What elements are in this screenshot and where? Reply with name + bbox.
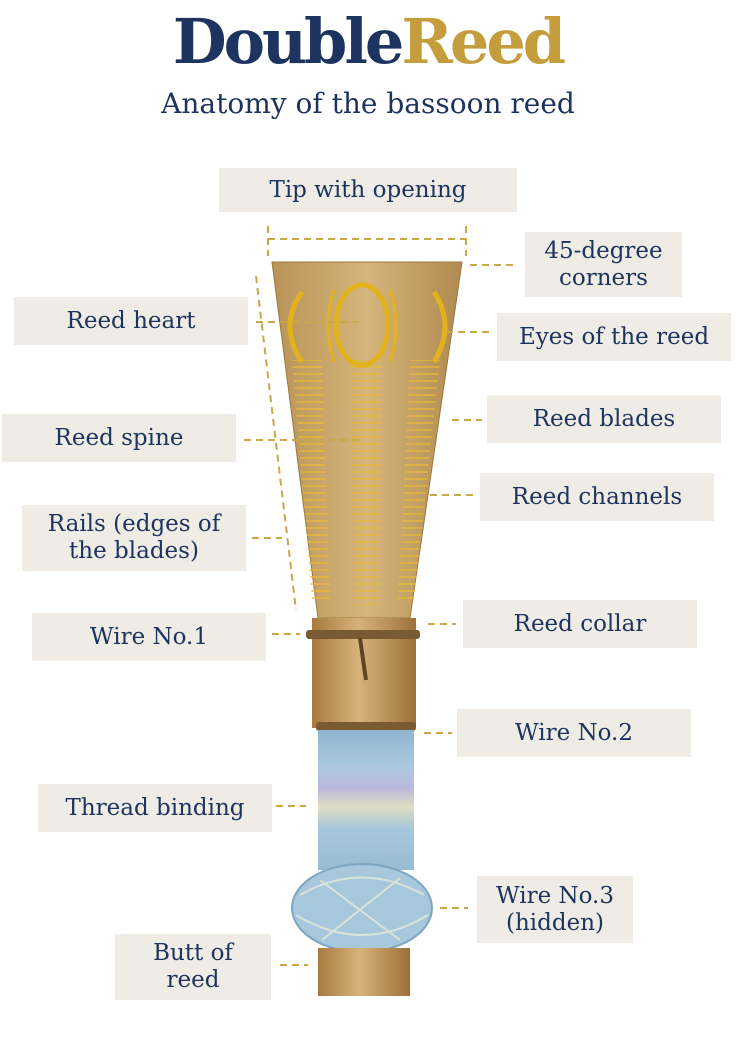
- thread-binding: [318, 730, 414, 870]
- label-tip-with-opening: Tip with opening: [219, 168, 517, 212]
- label-thread-binding: Thread binding: [38, 784, 272, 832]
- label-45-degree-corners: 45-degree corners: [525, 232, 682, 297]
- label-reed-spine: Reed spine: [2, 414, 236, 462]
- reed-channels: [292, 360, 440, 605]
- reed-butt: [318, 948, 410, 996]
- label-wire-no2: Wire No.2: [457, 709, 691, 757]
- label-reed-collar: Reed collar: [463, 600, 697, 648]
- label-reed-channels: Reed channels: [480, 473, 714, 521]
- label-eyes-of-the-reed: Eyes of the reed: [497, 313, 731, 361]
- label-wire-no1: Wire No.1: [32, 613, 266, 661]
- label-wire-no3-hidden: Wire No.3 (hidden): [477, 876, 633, 943]
- leader-tip: [268, 226, 466, 256]
- label-reed-heart: Reed heart: [14, 297, 248, 345]
- label-rails: Rails (edges of the blades): [22, 505, 246, 571]
- label-reed-blades: Reed blades: [487, 395, 721, 443]
- label-butt-of-reed: Butt of reed: [115, 934, 271, 1000]
- wire-2-icon: [316, 722, 416, 731]
